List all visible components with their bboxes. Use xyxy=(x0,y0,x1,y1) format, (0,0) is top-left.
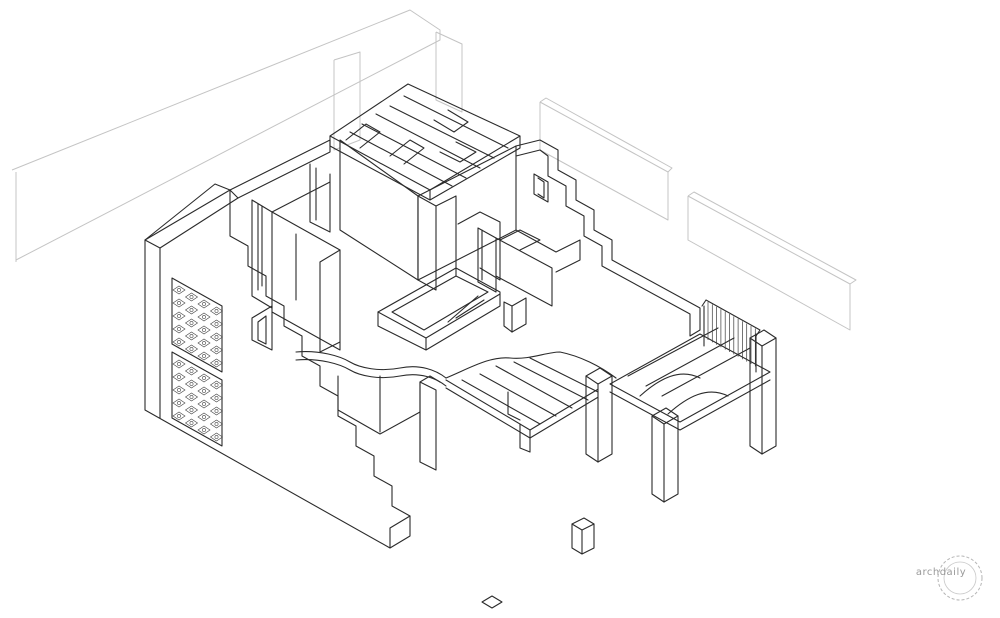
roof-pergola-beams xyxy=(345,95,509,187)
wall-pattern-panel-lower xyxy=(171,351,224,447)
courtyard xyxy=(435,195,553,333)
wall-pattern-panel-upper xyxy=(171,277,224,373)
watermark-text: archdaily xyxy=(915,567,967,578)
left-stepped-wall xyxy=(144,183,411,549)
stepping-stone xyxy=(481,595,503,609)
right-stepped-wall xyxy=(515,139,701,337)
balustrade xyxy=(707,302,756,367)
floor-slab xyxy=(295,351,617,471)
freestanding-block xyxy=(571,517,595,555)
neighbour-building-back-left xyxy=(11,9,463,262)
pillars xyxy=(419,329,777,503)
central-tower xyxy=(329,83,521,291)
footbridge xyxy=(445,357,611,453)
planter-box xyxy=(377,267,501,351)
neighbour-building-back-right xyxy=(539,97,857,331)
watermark-logo xyxy=(937,555,983,601)
right-deck xyxy=(609,299,771,431)
left-room xyxy=(229,139,341,353)
